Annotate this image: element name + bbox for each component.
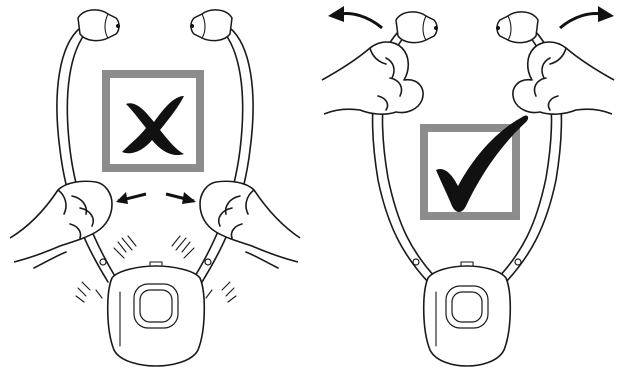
pull-arrow-right-icon [560,6,614,28]
ear-tip-right-icon [190,10,232,41]
check-mark-icon [424,115,528,216]
cross-mark-icon [106,74,200,168]
ear-tip-left-icon [396,12,438,43]
receiver-body-icon [424,262,511,366]
hinge-right-icon [515,259,521,265]
receiver-body-icon [108,262,205,366]
fist-right-icon [200,181,300,268]
hinge-left-icon [413,259,419,265]
hinge-left-icon [100,259,106,265]
panel-correct [322,6,614,366]
ear-tip-right-icon [496,12,538,43]
fist-left-icon [10,181,112,268]
hand-left-pull-icon [322,42,423,114]
ear-tip-left-icon [78,10,120,41]
squeeze-arrows-icon [116,192,196,204]
panel-wrong [10,10,300,366]
hinge-right-icon [205,259,211,265]
pull-arrow-left-icon [328,6,382,28]
hand-right-pull-icon [513,42,614,114]
